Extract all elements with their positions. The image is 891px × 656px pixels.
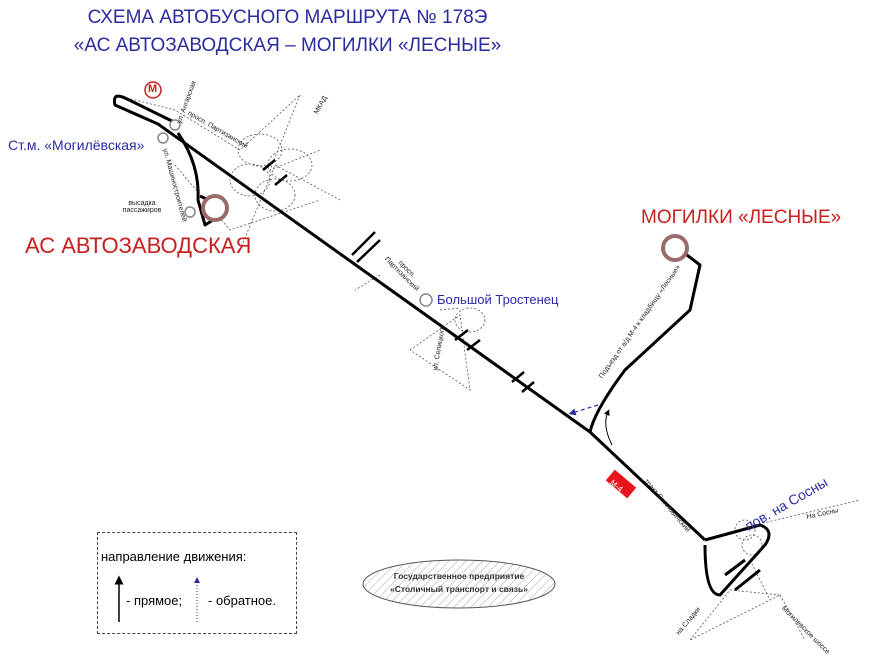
road-outlines [114, 94, 861, 641]
stamp [362, 559, 556, 609]
stop-label-trostenets: Большой Тростенец [437, 292, 559, 307]
stop-circle[interactable] [184, 206, 196, 218]
metro-icon [144, 81, 162, 99]
terminal-label-end: МОГИЛКИ «ЛЕСНЫЕ» [641, 207, 842, 228]
interchange-marks [262, 159, 535, 393]
stamp-text: Государственное предприятие «Столичный т… [367, 570, 551, 596]
terminal-label-start: АС АВТОЗАВОДСКАЯ [25, 233, 252, 258]
legend-forward-label: - прямое; [126, 593, 183, 608]
legend-backward-label: - обратное. [208, 593, 276, 608]
title-line-2: «АС АВТОЗАВОДСКАЯ – МОГИЛКИ «ЛЕСНЫЕ» [73, 35, 502, 56]
stamp-line-2: «Столичный транспорт и связь» [390, 584, 528, 594]
legend-heading: направление движения: [101, 549, 247, 564]
dropoff-label: высадка пассажиров [122, 200, 162, 214]
terminal-mogilki[interactable] [661, 234, 689, 262]
title-line-1: СХЕМА АВТОБУСНОГО МАРШРУТА № 178Э [87, 7, 488, 28]
stop-circle[interactable] [157, 132, 169, 144]
forward-direction-arrow [604, 409, 613, 446]
backward-direction-arrow [568, 404, 599, 416]
terminal-avtozavodskaya[interactable] [201, 194, 229, 222]
m4-badge [605, 469, 637, 499]
stop-circle[interactable] [169, 119, 181, 131]
metro-letter: М [148, 83, 158, 95]
stop-trostenets[interactable] [419, 293, 433, 307]
legend: направление движения: - прямое; - обратн… [97, 532, 297, 634]
stop-label-metro: Ст.м. «Могилёвская» [8, 137, 145, 153]
stamp-line-1: Государственное предприятие [393, 571, 525, 581]
